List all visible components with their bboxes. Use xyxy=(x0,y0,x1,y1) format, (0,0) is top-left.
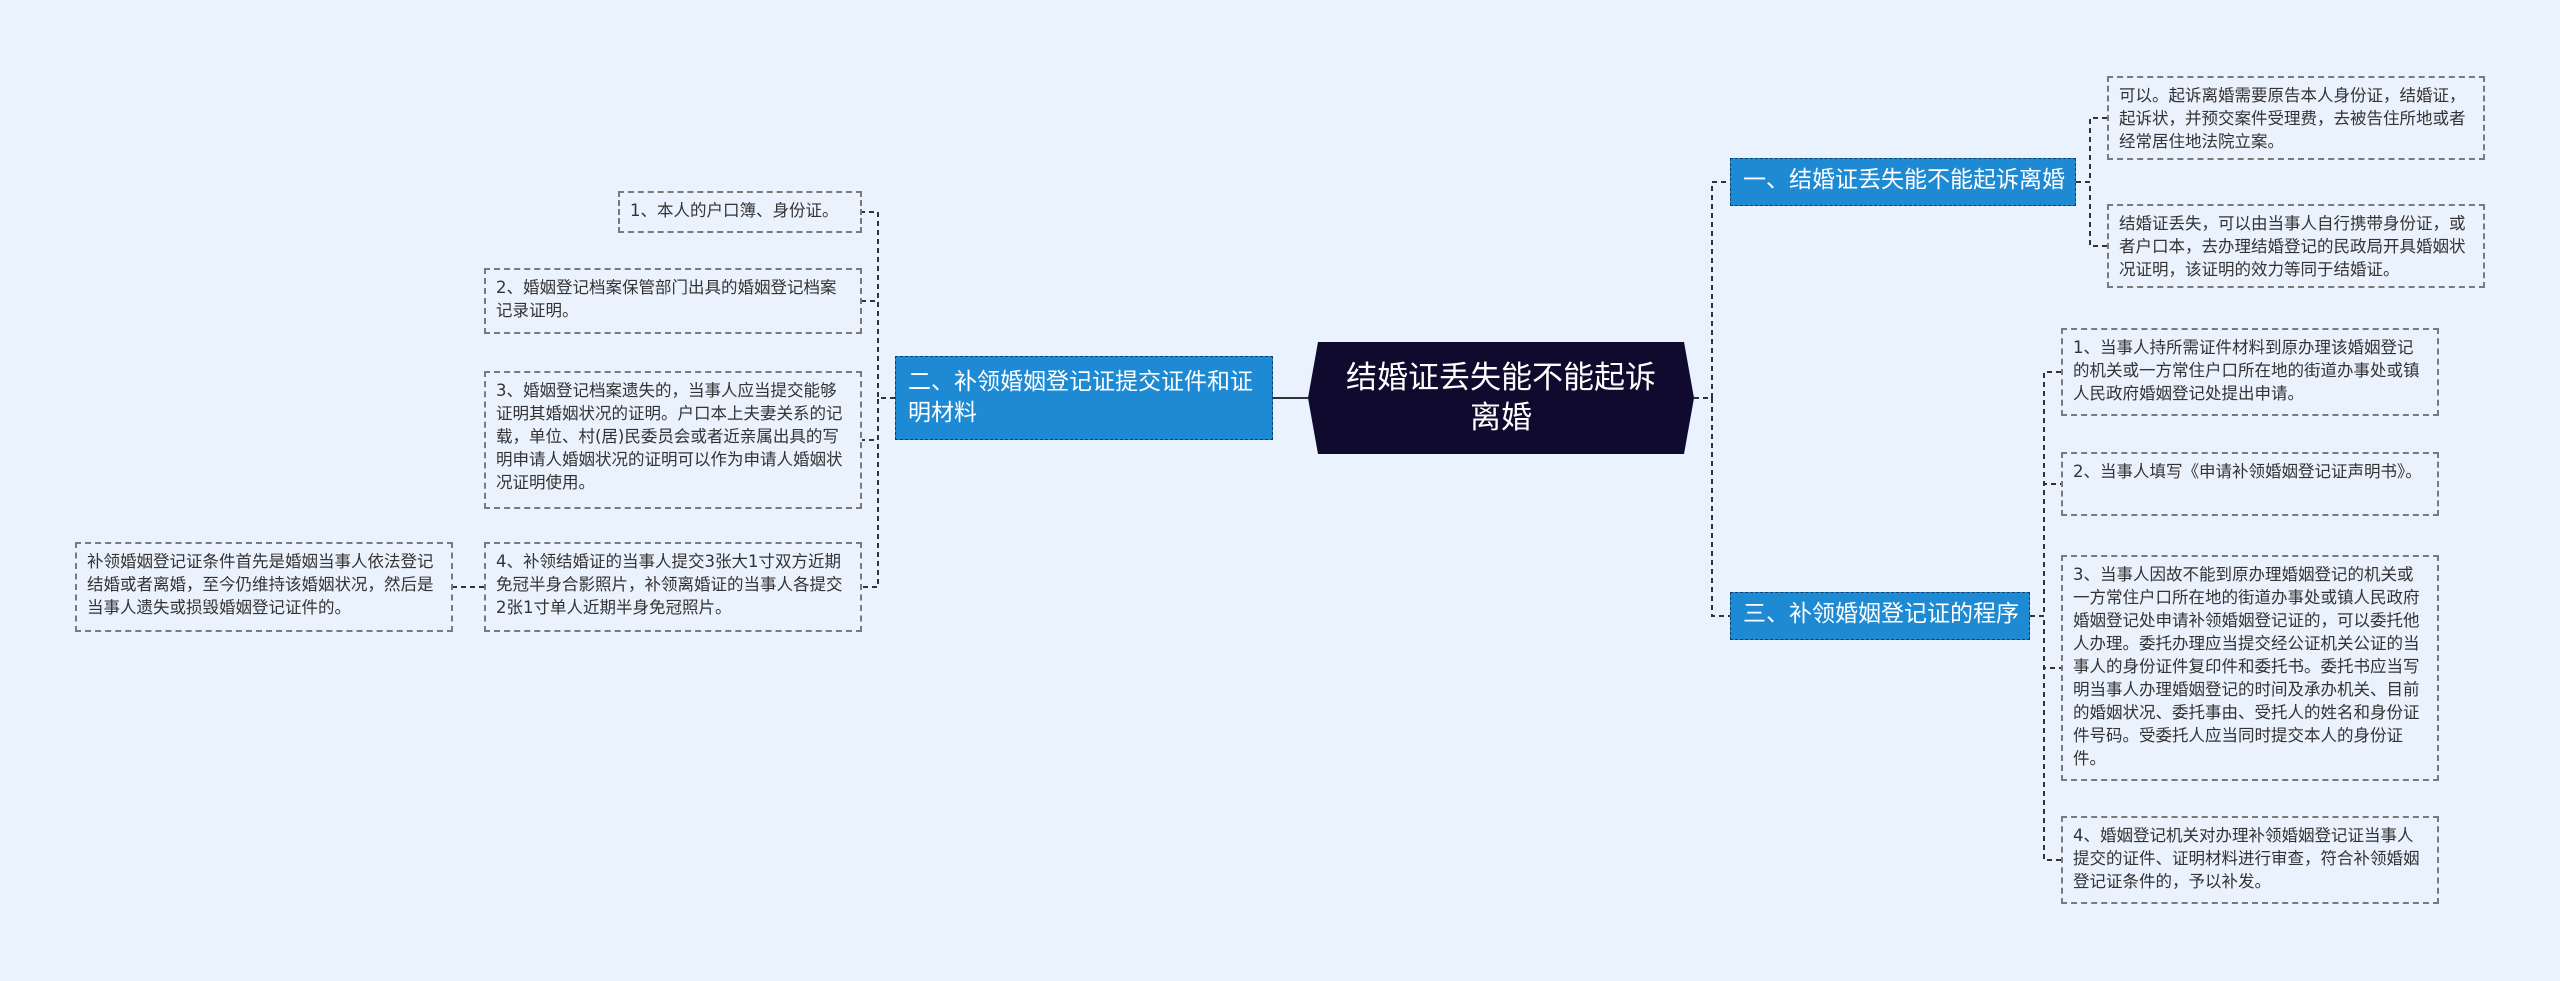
leaf-node[interactable]: 1、本人的户口簿、身份证。 xyxy=(618,191,862,233)
leaf-text: 1、本人的户口簿、身份证。 xyxy=(630,201,839,220)
connector-root-right xyxy=(1694,181,1730,617)
branch-node-3[interactable]: 三、补领婚姻登记证的程序 xyxy=(1730,592,2030,640)
leaf-node[interactable]: 4、婚姻登记机关对办理补领婚姻登记证当事人提交的证件、证明材料进行审查，符合补领… xyxy=(2061,816,2439,904)
leaf-text: 2、婚姻登记档案保管部门出具的婚姻登记档案记录证明。 xyxy=(496,278,837,320)
branch-node-2[interactable]: 二、补领婚姻登记证提交证件和证明材料 xyxy=(895,356,1273,440)
leaf-node[interactable]: 可以。起诉离婚需要原告本人身份证，结婚证，起诉状，并预交案件受理费，去被告住所地… xyxy=(2107,76,2485,160)
leaf-text: 3、当事人因故不能到原办理婚姻登记的机关或一方常住户口所在地的街道办事处或镇人民… xyxy=(2073,565,2420,768)
root-node[interactable]: 结婚证丢失能不能起诉离婚 xyxy=(1308,342,1694,454)
grandchild-node[interactable]: 补领婚姻登记证条件首先是婚姻当事人依法登记结婚或者离婚，至今仍维持该婚姻状况，然… xyxy=(75,542,453,632)
leaf-node[interactable]: 3、婚姻登记档案遗失的，当事人应当提交能够证明其婚姻状况的证明。户口本上夫妻关系… xyxy=(484,371,862,509)
leaf-node[interactable]: 2、婚姻登记档案保管部门出具的婚姻登记档案记录证明。 xyxy=(484,268,862,334)
leaf-node[interactable]: 3、当事人因故不能到原办理婚姻登记的机关或一方常住户口所在地的街道办事处或镇人民… xyxy=(2061,555,2439,781)
leaf-text: 2、当事人填写《申请补领婚姻登记证声明书》。 xyxy=(2073,462,2422,481)
leaf-text: 补领婚姻登记证条件首先是婚姻当事人依法登记结婚或者离婚，至今仍维持该婚姻状况，然… xyxy=(87,552,434,617)
leaf-text: 4、婚姻登记机关对办理补领婚姻登记证当事人提交的证件、证明材料进行审查，符合补领… xyxy=(2073,826,2420,891)
connector-b3-leaves xyxy=(2030,371,2061,861)
branch-label: 二、补领婚姻登记证提交证件和证明材料 xyxy=(908,369,1253,426)
branch-label: 一、结婚证丢失能不能起诉离婚 xyxy=(1743,167,2065,193)
connector-b2-leaves xyxy=(862,211,895,588)
leaf-node[interactable]: 结婚证丢失，可以由当事人自行携带身份证，或者户口本，去办理结婚登记的民政局开具婚… xyxy=(2107,204,2485,288)
leaf-text: 可以。起诉离婚需要原告本人身份证，结婚证，起诉状，并预交案件受理费，去被告住所地… xyxy=(2119,86,2466,151)
root-title: 结婚证丢失能不能起诉离婚 xyxy=(1346,360,1656,436)
leaf-node[interactable]: 4、补领结婚证的当事人提交3张大1寸双方近期免冠半身合影照片，补领离婚证的当事人… xyxy=(484,542,862,632)
leaf-text: 3、婚姻登记档案遗失的，当事人应当提交能够证明其婚姻状况的证明。户口本上夫妻关系… xyxy=(496,381,843,492)
leaf-text: 4、补领结婚证的当事人提交3张大1寸双方近期免冠半身合影照片，补领离婚证的当事人… xyxy=(496,552,843,617)
branch-label: 三、补领婚姻登记证的程序 xyxy=(1743,601,2019,627)
branch-node-1[interactable]: 一、结婚证丢失能不能起诉离婚 xyxy=(1730,158,2076,206)
connector-b1-leaves xyxy=(2076,117,2107,247)
leaf-text: 1、当事人持所需证件材料到原办理该婚姻登记的机关或一方常住户口所在地的街道办事处… xyxy=(2073,338,2420,403)
leaf-node[interactable]: 1、当事人持所需证件材料到原办理该婚姻登记的机关或一方常住户口所在地的街道办事处… xyxy=(2061,328,2439,416)
leaf-text: 结婚证丢失，可以由当事人自行携带身份证，或者户口本，去办理结婚登记的民政局开具婚… xyxy=(2119,214,2466,279)
leaf-node[interactable]: 2、当事人填写《申请补领婚姻登记证声明书》。 xyxy=(2061,452,2439,516)
